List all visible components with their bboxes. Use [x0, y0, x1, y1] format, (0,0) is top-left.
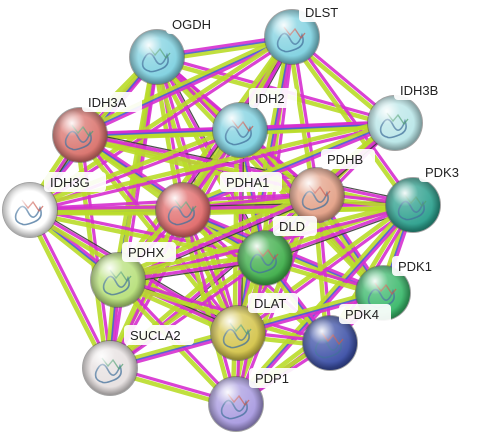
- label-background: [419, 162, 471, 182]
- node-label-text: PDK4: [345, 307, 379, 322]
- node-label-dld[interactable]: DLD: [273, 216, 317, 236]
- node-label-text: IDH3B: [400, 83, 438, 98]
- label-background: [82, 92, 142, 112]
- label-background: [248, 293, 298, 313]
- label-background: [339, 304, 391, 324]
- edge-dlst-idh3a-2: [78, 35, 293, 135]
- node-label-dlat[interactable]: DLAT: [248, 293, 298, 313]
- edge-idh3g-sucla2: [24, 209, 110, 372]
- node-idh3b[interactable]: [367, 95, 423, 151]
- node-dld[interactable]: [237, 230, 293, 286]
- label-background: [299, 2, 351, 22]
- node-gloss: [368, 96, 422, 150]
- node-gloss: [156, 183, 210, 237]
- node-gloss: [303, 316, 357, 370]
- edge-dld-sucla2: [105, 253, 266, 368]
- edge-idh3b-idh3g-1: [28, 122, 397, 213]
- node-label-dlst[interactable]: DLST: [299, 2, 351, 22]
- edge-idh3b-pdha1-1: [181, 122, 398, 213]
- node-label-pdhx[interactable]: PDHX: [122, 242, 176, 262]
- node-gloss: [83, 341, 137, 395]
- node-label-text: PDP1: [255, 371, 289, 386]
- edge-dlst-pdk3-1: [291, 34, 416, 206]
- label-background: [249, 88, 297, 108]
- node-gloss: [238, 231, 292, 285]
- node-label-idh3g[interactable]: IDH3G: [44, 172, 106, 192]
- node-label-text: PDHB: [327, 152, 363, 167]
- node-label-pdk1[interactable]: PDK1: [392, 256, 444, 276]
- node-label-text: IDH2: [255, 91, 285, 106]
- node-gloss: [213, 103, 267, 157]
- node-label-pdk3[interactable]: PDK3: [419, 162, 471, 182]
- node-label-text: PDK3: [425, 165, 459, 180]
- node-pdhb[interactable]: [289, 167, 345, 223]
- node-label-text: IDH3A: [88, 95, 127, 110]
- node-label-ogdh[interactable]: OGDH: [166, 14, 224, 34]
- node-label-text: PDK1: [398, 259, 432, 274]
- node-idh3a[interactable]: [52, 107, 108, 163]
- edge-idh2-idh3g: [26, 124, 242, 210]
- node-label-sucla2[interactable]: SUCLA2: [124, 325, 194, 345]
- node-label-text: DLD: [279, 219, 305, 234]
- node-label-text: OGDH: [172, 17, 211, 32]
- label-background: [249, 368, 301, 388]
- node-label-text: DLAT: [254, 296, 286, 311]
- node-label-idh2[interactable]: IDH2: [249, 88, 297, 108]
- node-label-pdha1[interactable]: PDHA1: [220, 172, 282, 192]
- node-pdk3[interactable]: [385, 177, 441, 233]
- edge-pdhb-pdhx: [114, 189, 318, 280]
- node-gloss: [386, 178, 440, 232]
- node-layer: OGDH DLST IDH3A IDH2 IDH3B IDH3G PDHA1 PDHB PDK3…: [2, 2, 471, 432]
- node-pdk4[interactable]: [302, 315, 358, 371]
- label-background: [392, 256, 444, 276]
- node-dlst[interactable]: [264, 9, 320, 65]
- node-label-text: PDHA1: [226, 175, 269, 190]
- node-label-text: DLST: [305, 5, 338, 20]
- node-pdha1[interactable]: [155, 182, 211, 238]
- node-gloss: [209, 377, 263, 431]
- edge-idh2-dlat-2: [240, 129, 245, 334]
- node-label-pdhb[interactable]: PDHB: [321, 149, 375, 169]
- node-label-text: PDHX: [128, 245, 164, 260]
- edge-dlst-idh3a: [76, 31, 293, 135]
- node-gloss: [3, 183, 57, 237]
- node-ogdh[interactable]: [129, 29, 185, 85]
- label-background: [273, 216, 317, 236]
- node-label-pdp1[interactable]: PDP1: [249, 368, 301, 388]
- node-gloss: [130, 30, 184, 84]
- edge-idh3g-sucla2-1: [29, 207, 113, 370]
- node-pdp1[interactable]: [208, 376, 264, 432]
- edge-idh3b-idh3g: [27, 117, 397, 210]
- node-idh3g[interactable]: [2, 182, 58, 238]
- label-background: [220, 172, 282, 192]
- node-pdhx[interactable]: [90, 252, 146, 308]
- node-idh2[interactable]: [212, 102, 268, 158]
- node-gloss: [290, 168, 344, 222]
- node-gloss: [211, 306, 265, 360]
- edge-idh3b-pdha1: [179, 117, 397, 210]
- node-label-text: IDH3G: [50, 175, 90, 190]
- node-sucla2[interactable]: [82, 340, 138, 396]
- node-label-idh3a[interactable]: IDH3A: [82, 92, 142, 112]
- label-background: [321, 149, 375, 169]
- label-background: [124, 325, 194, 345]
- node-label-idh3b[interactable]: IDH3B: [394, 80, 454, 100]
- label-background: [166, 14, 224, 34]
- node-gloss: [91, 253, 145, 307]
- node-gloss: [53, 108, 107, 162]
- node-gloss: [265, 10, 319, 64]
- label-background: [44, 172, 106, 192]
- label-background: [394, 80, 454, 100]
- edge-idh3b-pdha1-2: [181, 121, 396, 210]
- label-background: [122, 242, 176, 262]
- node-label-pdk4[interactable]: PDK4: [339, 304, 391, 324]
- node-label-text: SUCLA2: [130, 328, 181, 343]
- node-dlat[interactable]: [210, 305, 266, 361]
